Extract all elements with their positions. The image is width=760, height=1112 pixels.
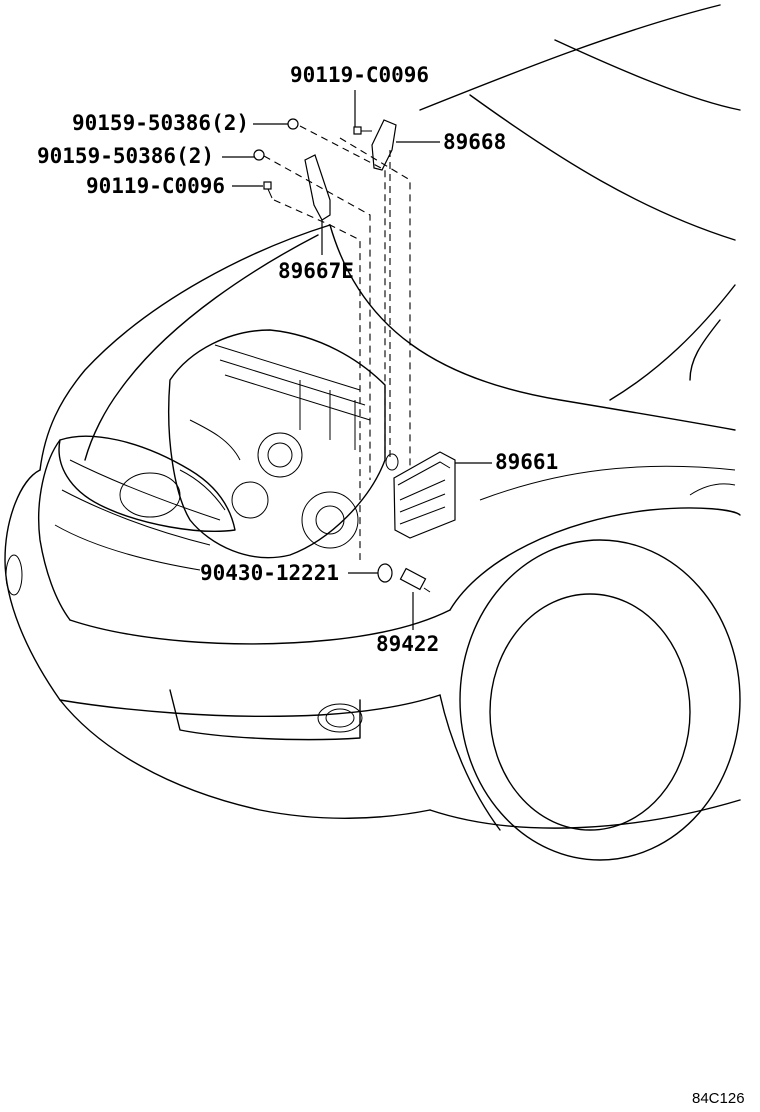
gasket-ring xyxy=(377,563,393,583)
ecu-module xyxy=(385,451,456,539)
bolt-icon xyxy=(353,126,372,135)
callout-89661: 89661 xyxy=(495,450,558,474)
callout-89422: 89422 xyxy=(376,632,439,656)
bracket-89667e xyxy=(304,154,331,221)
engine-assembly xyxy=(168,329,386,559)
sensor-icon xyxy=(399,567,431,593)
leader-lines xyxy=(222,90,492,630)
vehicle-outline xyxy=(4,4,741,861)
callout-90430-12221: 90430-12221 xyxy=(200,561,339,585)
callout-90159-50386-top: 90159-50386(2) xyxy=(72,111,249,135)
callout-90119-c0096-lower: 90119-C0096 xyxy=(86,174,225,198)
bracket-89668 xyxy=(371,119,397,171)
diagram-reference-code: 84C126 xyxy=(692,1090,745,1107)
assembly-guides xyxy=(263,125,411,560)
parts xyxy=(253,118,456,593)
callout-89668: 89668 xyxy=(443,130,506,154)
callout-labels: 90119-C0096 90159-50386(2) 89668 90159-5… xyxy=(37,63,558,656)
callout-89667e: 89667E xyxy=(278,259,354,283)
callout-90159-50386-middle: 90159-50386(2) xyxy=(37,144,214,168)
bolt-icon xyxy=(263,181,273,199)
nut-icon xyxy=(253,149,265,161)
nut-icon xyxy=(287,118,299,130)
callout-90119-c0096-top: 90119-C0096 xyxy=(290,63,429,87)
